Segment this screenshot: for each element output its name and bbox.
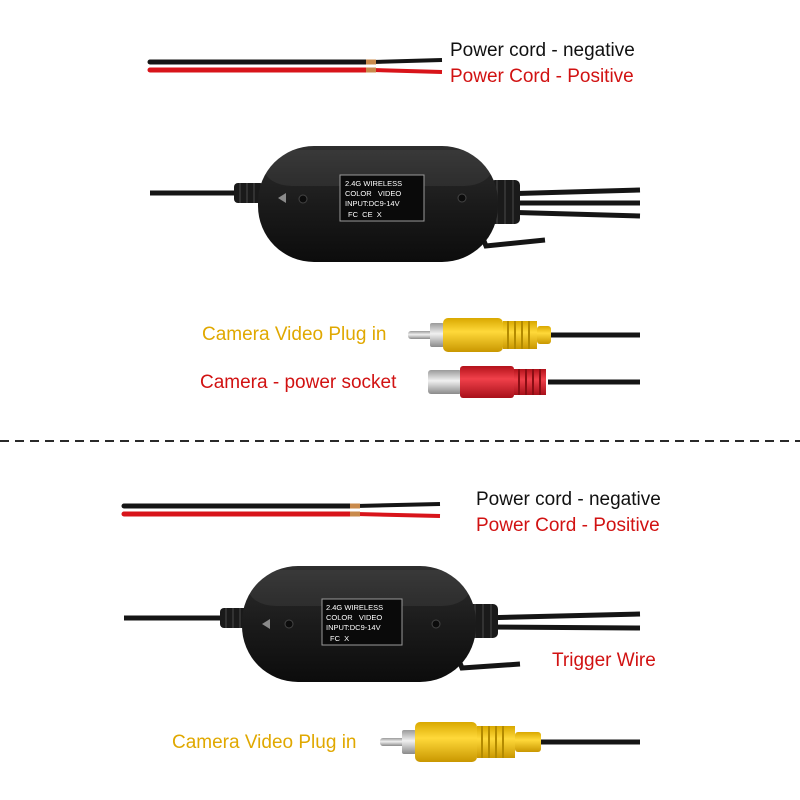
screw-left-bottom xyxy=(284,619,294,629)
label-plate xyxy=(339,174,425,222)
strain-relief-left xyxy=(234,183,264,203)
top-rca-video-plug xyxy=(408,318,640,352)
plate-line-4: FC CE X xyxy=(348,210,382,219)
copper-strand-positive-bottom xyxy=(350,511,360,517)
top-transmitter-module: 2.4G WIRELESS COLOR VIDEO INPUT:DC9-14V … xyxy=(150,146,641,262)
plate-line-1-bottom: 2.4G WIRELESS xyxy=(326,603,383,612)
label-plate-bottom xyxy=(321,598,403,646)
bottom-receiver-module: 2.4G WIRELESS COLOR VIDEO INPUT:DC9-14V … xyxy=(124,566,641,682)
bottom-power-negative-label: Power cord - negative xyxy=(476,489,661,510)
screw-left xyxy=(298,194,308,204)
bottom-trigger-wire-label: Trigger Wire xyxy=(552,650,656,671)
top-power-cord xyxy=(147,58,443,74)
bottom-rca-video-plug xyxy=(380,722,640,762)
arrow-mark-bottom xyxy=(262,619,270,629)
top-video-plug-label: Camera Video Plug in xyxy=(202,324,387,345)
copper-strand-negative-bottom xyxy=(350,503,360,509)
plate-line-2-bottom: COLOR VIDEO xyxy=(326,613,382,622)
plate-line-1: 2.4G WIRELESS xyxy=(345,179,402,188)
arrow-mark xyxy=(278,193,286,203)
copper-strand-positive xyxy=(366,67,376,73)
plate-line-4-bottom: FC X xyxy=(330,634,349,643)
plate-line-2: COLOR VIDEO xyxy=(345,189,401,198)
screw-right-bottom xyxy=(431,619,441,629)
top-power-socket-label: Camera - power socket xyxy=(200,372,397,393)
bottom-video-plug-label: Camera Video Plug in xyxy=(172,732,357,753)
screw-right xyxy=(457,193,467,203)
bottom-power-positive-label: Power Cord - Positive xyxy=(476,515,660,536)
top-power-negative-label: Power cord - negative xyxy=(450,40,635,61)
top-dc-power-socket xyxy=(428,366,640,398)
bottom-power-cord xyxy=(121,502,441,518)
plate-line-3-bottom: INPUT:DC9-14V xyxy=(326,623,381,632)
top-power-positive-label: Power Cord - Positive xyxy=(450,66,634,87)
plate-line-3: INPUT:DC9-14V xyxy=(345,199,400,208)
copper-strand-negative xyxy=(366,59,376,65)
